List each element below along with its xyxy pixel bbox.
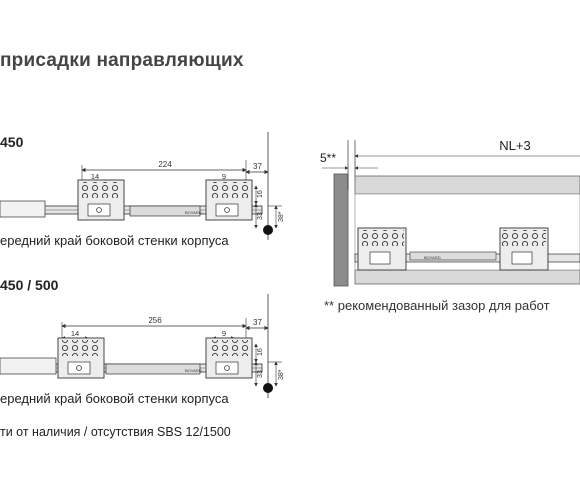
bottom-dim-14: 14: [71, 329, 79, 338]
page-heading: присадки направляющих: [0, 50, 244, 71]
section-bottom-caption: ередний край боковой стенки корпуса: [0, 391, 229, 406]
section-top-label: 450: [0, 134, 24, 150]
bottom-block-right: [205, 337, 253, 379]
top-reference-dot: [263, 225, 273, 235]
drawer-bottom-panel: [354, 269, 580, 285]
bottom-dim-16: 16: [257, 348, 264, 356]
nl-dim: NL+3: [499, 138, 530, 153]
side-brand: BOYARD: [424, 255, 441, 260]
top-dim-37: 37: [253, 162, 262, 171]
top-dim-33: 33: [257, 212, 264, 220]
sbs-footnote: ти от наличия / отсутствия SBS 12/1500: [0, 425, 231, 439]
bottom-runner-diagram: BOYARD 256 37 14 9 16 33 38*: [0, 294, 285, 398]
bottom-brand: BOYARD: [185, 368, 202, 373]
bottom-dim-256: 256: [148, 316, 162, 325]
top-block-left: [77, 179, 125, 221]
top-dim-14: 14: [91, 172, 99, 181]
bottom-block-left: [57, 337, 105, 379]
side-block-left: [357, 227, 407, 271]
top-dim-16: 16: [257, 190, 264, 198]
side-block-right: [499, 227, 549, 271]
gap-dim: 5**: [320, 151, 336, 165]
top-runner-diagram: BOYARD 224 37 14 9 16 33 38*: [0, 132, 285, 240]
section-bottom-label: 450 / 500: [0, 277, 59, 293]
section-top-caption: ередний край боковой стенки корпуса: [0, 233, 229, 248]
top-dim-224: 224: [158, 160, 172, 169]
bottom-rail-end: [0, 357, 57, 375]
top-block-right: [205, 179, 253, 221]
side-view-diagram: 5** NL+3 BOYARD: [320, 138, 580, 287]
top-brand: BOYARD: [185, 210, 202, 215]
cabinet-wall: [333, 173, 349, 287]
bottom-dim-9: 9: [222, 329, 226, 338]
bottom-reference-dot: [263, 383, 273, 393]
bottom-dim-33: 33: [257, 370, 264, 378]
drawer-top-panel: [354, 175, 580, 195]
top-dim-38: 38*: [278, 211, 285, 222]
top-dim-9: 9: [222, 172, 226, 181]
bottom-dim-38: 38*: [278, 369, 285, 380]
gap-note: ** рекомендованный зазор для работ: [324, 298, 550, 313]
bottom-dim-37: 37: [253, 318, 262, 327]
top-rail-end: [0, 200, 46, 218]
